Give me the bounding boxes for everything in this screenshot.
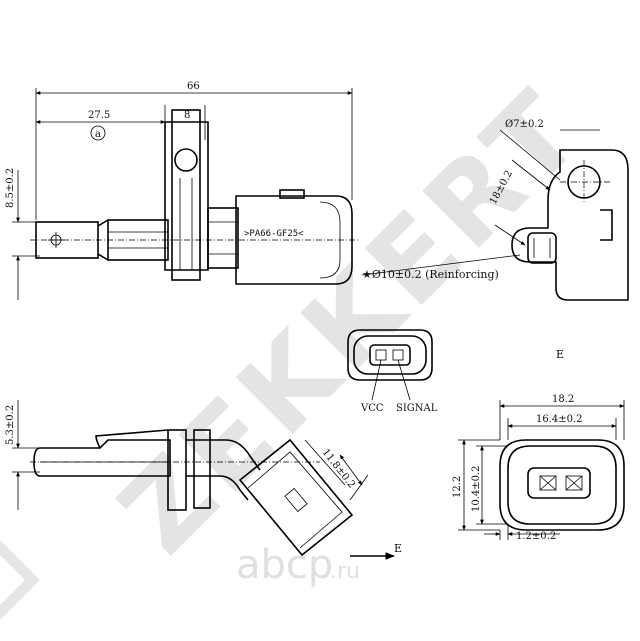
side-probe xyxy=(33,439,171,477)
dim-overall-length: 66 xyxy=(187,81,200,92)
dim-8: 8 xyxy=(184,110,190,121)
marker-circle xyxy=(90,125,106,141)
mounting-bracket xyxy=(164,121,209,271)
chevron-watermark-icon xyxy=(0,540,40,620)
face-pin-2 xyxy=(565,475,583,491)
site-watermark-main: abcp xyxy=(236,542,333,588)
site-watermark-suffix: .ru xyxy=(330,559,360,584)
dim-27-5: 27.5 xyxy=(88,110,110,121)
reinforcing-insert xyxy=(527,232,557,264)
reinforcing-note: ★Ø10±0.2 (Reinforcing) xyxy=(362,268,499,281)
site-watermark: abcp .ru xyxy=(236,542,360,588)
dim-face-height-12-2: 12.2 xyxy=(452,476,463,498)
face-pin-1 xyxy=(539,475,557,491)
dim-height-8-5: 8.5±0.2 xyxy=(5,168,16,208)
pin-housing xyxy=(369,344,411,366)
dim-side-width: 11.8±0.2 xyxy=(320,447,357,490)
side-bracket xyxy=(167,429,187,511)
side-connector xyxy=(238,438,354,557)
dim-hole-diameter: Ø7±0.2 xyxy=(505,119,544,130)
connector-body xyxy=(235,195,353,285)
connector-material-label: >PA66-GF25< xyxy=(244,229,304,239)
view-e-label: E xyxy=(556,348,564,361)
top-view: 66 27.5 8 a 8.5±0.2 xyxy=(5,81,360,300)
dim-face-wall-1-2: 1.2±0.2 xyxy=(516,531,556,542)
marker-circle-label: a xyxy=(95,129,101,140)
dim-face-height-10-4: 10.4±0.2 xyxy=(471,465,482,512)
dim-side-height: 5.3±0.2 xyxy=(5,405,16,445)
bracket-hole xyxy=(174,148,198,172)
face-outer-outline xyxy=(499,439,625,531)
face-pin-housing xyxy=(527,467,591,499)
connector-face-view: 18.2 16.4±0.2 12.2 10.4±0.2 1.2±0.2 xyxy=(452,394,625,542)
view-e-arrow-label: E xyxy=(394,542,402,555)
dim-face-width-16-4: 16.4±0.2 xyxy=(536,414,583,425)
pin-signal-label: SIGNAL xyxy=(396,403,438,414)
pin-vcc-label: VCC xyxy=(360,403,384,414)
pinout-connector-outline xyxy=(347,329,433,381)
pinout-view: VCC SIGNAL E xyxy=(347,329,564,414)
dim-face-width-18-2: 18.2 xyxy=(552,394,574,405)
bracket-detail-outline xyxy=(511,149,629,301)
